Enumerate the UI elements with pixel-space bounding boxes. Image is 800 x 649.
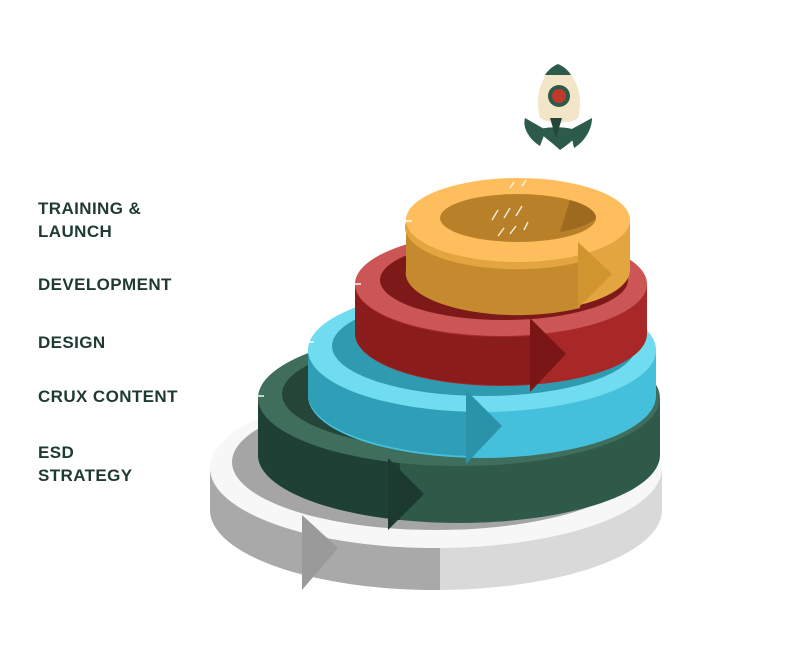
label-development-line-1: DEVELOPMENT — [38, 275, 172, 294]
label-training-launch: TRAINING & LAUNCH — [38, 197, 238, 243]
label-esd-line-2: STRATEGY — [38, 466, 133, 485]
design-arrow-icon — [530, 318, 566, 392]
label-design-line-1: DESIGN — [38, 333, 106, 352]
label-design: DESIGN — [38, 331, 238, 354]
training-launch-ring — [405, 178, 630, 316]
label-crux-content: CRUX CONTENT — [38, 385, 238, 408]
training-arrow-icon — [578, 242, 612, 308]
ring-edge-ticks — [258, 220, 412, 397]
base-arrow-icon — [302, 515, 338, 590]
esd-arrow-icon — [388, 458, 424, 530]
label-development: DEVELOPMENT — [38, 273, 238, 296]
label-esd-line-1: ESD — [38, 443, 75, 462]
label-training-line-2: LAUNCH — [38, 222, 113, 241]
rocket-icon — [524, 64, 592, 150]
label-esd-strategy: ESD STRATEGY — [38, 441, 238, 487]
label-training-line-1: TRAINING & — [38, 199, 142, 218]
label-crux-line-1: CRUX CONTENT — [38, 387, 178, 406]
crux-arrow-icon — [466, 390, 502, 464]
stage-labels: TRAINING & LAUNCH DEVELOPMENT DESIGN CRU… — [0, 0, 260, 649]
